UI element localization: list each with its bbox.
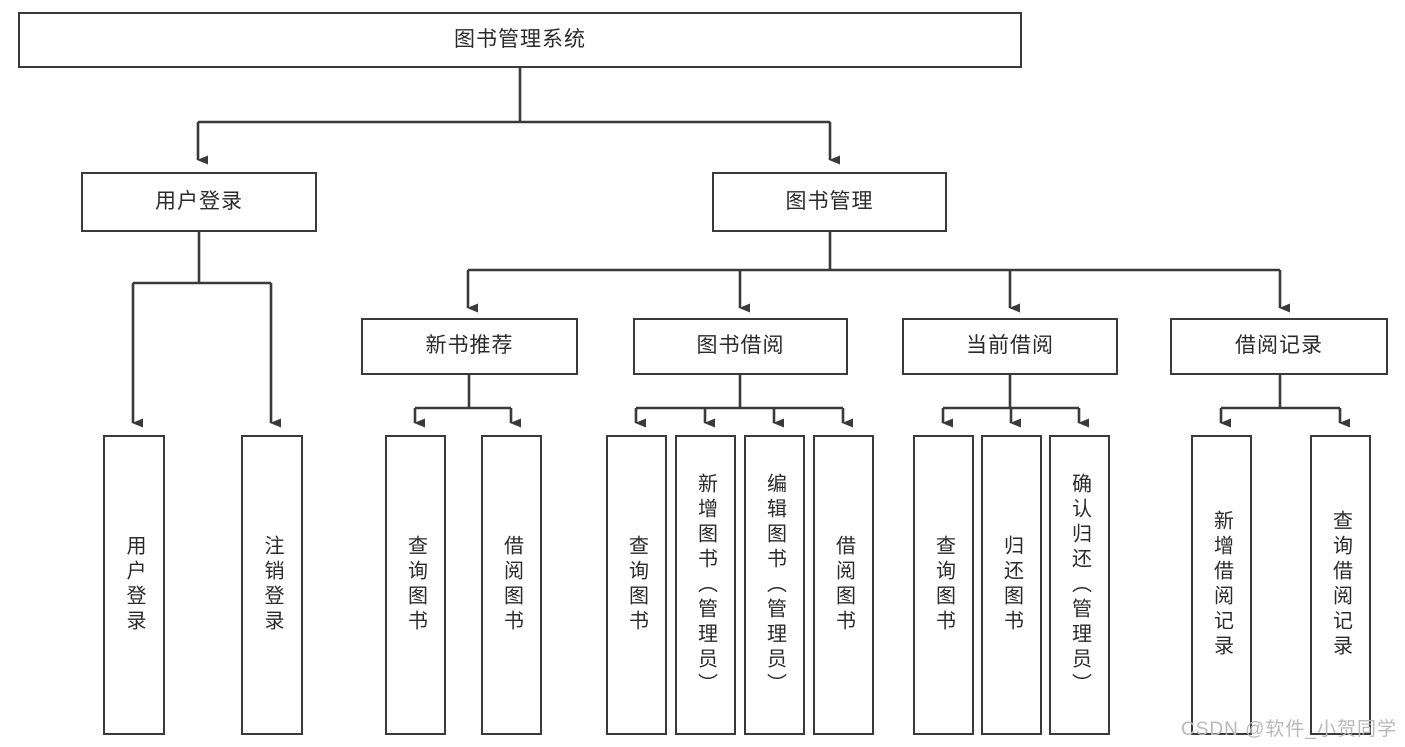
- node-leaf-query-book-2-label: 查询图书: [625, 535, 648, 635]
- node-leaf-query-record-label: 查询借阅记录: [1329, 510, 1352, 660]
- node-book-management[interactable]: 图书管理: [712, 172, 947, 232]
- node-root-label: 图书管理系统: [454, 27, 586, 51]
- node-leaf-add-book-label: 新增图书（管理员）: [694, 472, 717, 698]
- node-leaf-query-book-3-label: 查询图书: [932, 535, 955, 635]
- node-leaf-query-book-1-label: 查询图书: [404, 535, 427, 635]
- node-leaf-add-record[interactable]: 新增借阅记录: [1191, 435, 1252, 735]
- node-leaf-borrow-book-2[interactable]: 借阅图书: [813, 435, 874, 735]
- watermark-text: CSDN @软件_小贺同学: [1181, 719, 1397, 740]
- node-new-book-recommend[interactable]: 新书推荐: [361, 318, 578, 375]
- node-leaf-edit-book[interactable]: 编辑图书（管理员）: [744, 435, 805, 735]
- node-leaf-query-record[interactable]: 查询借阅记录: [1310, 435, 1371, 735]
- node-leaf-user-login[interactable]: 用户登录: [103, 435, 165, 735]
- node-borrow-record-label: 借阅记录: [1235, 334, 1323, 358]
- node-user-login-label: 用户登录: [155, 189, 243, 213]
- node-leaf-user-login-label: 用户登录: [123, 535, 145, 635]
- node-leaf-add-record-label: 新增借阅记录: [1210, 510, 1233, 660]
- node-current-borrow[interactable]: 当前借阅: [902, 318, 1118, 375]
- node-leaf-query-book-2[interactable]: 查询图书: [606, 435, 667, 735]
- node-borrow-record[interactable]: 借阅记录: [1170, 318, 1388, 375]
- node-leaf-edit-book-label: 编辑图书（管理员）: [763, 472, 786, 698]
- node-leaf-confirm-return[interactable]: 确认归还（管理员）: [1049, 435, 1110, 735]
- node-current-borrow-label: 当前借阅: [966, 334, 1054, 358]
- node-leaf-query-book-1[interactable]: 查询图书: [385, 435, 446, 735]
- node-leaf-add-book[interactable]: 新增图书（管理员）: [675, 435, 736, 735]
- node-leaf-user-logout[interactable]: 注销登录: [241, 435, 303, 735]
- node-book-borrow-label: 图书借阅: [696, 334, 785, 358]
- node-leaf-confirm-return-label: 确认归还（管理员）: [1068, 472, 1091, 698]
- node-leaf-borrow-book-1-label: 借阅图书: [500, 535, 523, 635]
- node-leaf-borrow-book-1[interactable]: 借阅图书: [481, 435, 542, 735]
- node-book-management-label: 图书管理: [785, 189, 874, 213]
- node-leaf-query-book-3[interactable]: 查询图书: [913, 435, 974, 735]
- node-book-borrow[interactable]: 图书借阅: [633, 318, 848, 375]
- node-new-book-recommend-label: 新书推荐: [425, 334, 514, 358]
- node-leaf-borrow-book-2-label: 借阅图书: [832, 535, 855, 635]
- node-root[interactable]: 图书管理系统: [18, 12, 1022, 68]
- node-leaf-return-book-label: 归还图书: [1000, 535, 1023, 635]
- node-leaf-return-book[interactable]: 归还图书: [981, 435, 1042, 735]
- node-user-login[interactable]: 用户登录: [81, 172, 317, 232]
- node-leaf-user-logout-label: 注销登录: [261, 535, 283, 635]
